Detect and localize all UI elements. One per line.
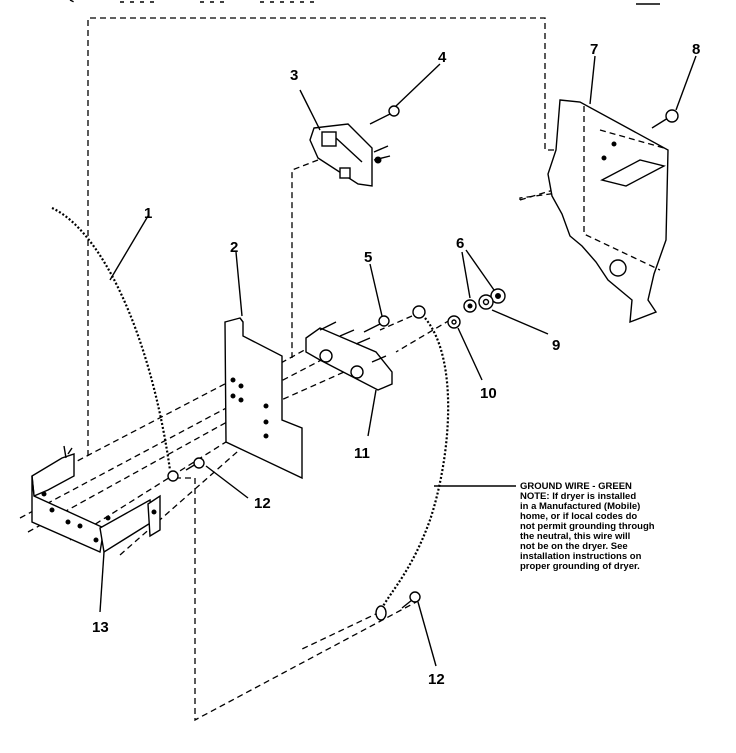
terminal-block-part-3: [309, 123, 391, 187]
note-line-5: not permit grounding through: [520, 521, 655, 532]
callout-6: 6: [456, 235, 464, 252]
top-edge-fragment: [69, 0, 660, 5]
callout-13: 13: [92, 619, 109, 636]
note-line-8: installation instructions on: [520, 551, 642, 562]
callout-12-upper: 12: [254, 495, 271, 512]
screw-part-8: [651, 109, 679, 129]
callout-11: 11: [354, 445, 370, 462]
rear-panel-part-7: [547, 99, 669, 324]
note-line-4: home, or if local codes do: [520, 511, 637, 522]
callout-8: 8: [692, 41, 700, 58]
wire-part-1: [51, 207, 179, 482]
ground-wire: [375, 305, 450, 621]
note-line-2: NOTE: If dryer is installed: [520, 491, 636, 502]
callout-5: 5: [364, 249, 372, 266]
callout-7: 7: [590, 41, 598, 58]
callout-9: 9: [552, 337, 560, 354]
callout-2: 2: [230, 239, 238, 256]
callout-leaders: [99, 55, 697, 667]
washer-part-10: [447, 315, 461, 329]
washer-part-9: [478, 294, 494, 310]
screw-part-12-lower: [401, 591, 421, 609]
note-line-1: GROUND WIRE - GREEN: [520, 481, 632, 492]
note-line-3: in a Manufactured (Mobile): [520, 501, 640, 512]
callout-1: 1: [144, 205, 152, 222]
nuts-part-6: [463, 288, 506, 313]
mounting-plate-part-2: [224, 317, 303, 480]
dashed-assembly-leaders: [19, 17, 601, 722]
note-line-7: not be on the dryer. See: [520, 541, 628, 552]
ground-wire-note: GROUND WIRE - GREEN NOTE: If dryer is in…: [520, 481, 655, 572]
screw-part-4: [369, 105, 400, 125]
terminal-block-part-11: [305, 321, 393, 391]
callout-numbers: 1 2 3 4 5 6 7 8 9 10 11 12 12 13: [92, 41, 700, 688]
note-line-6: the neutral, this wire will: [520, 531, 630, 542]
callout-3: 3: [290, 67, 298, 84]
callout-12-lower: 12: [428, 671, 445, 688]
screw-part-12-upper: [185, 457, 205, 471]
screw-part-5: [363, 315, 390, 333]
callout-10: 10: [480, 385, 497, 402]
callout-4: 4: [438, 49, 447, 66]
bracket-part-13: [31, 445, 161, 554]
note-line-9: proper grounding of dryer.: [520, 561, 640, 572]
